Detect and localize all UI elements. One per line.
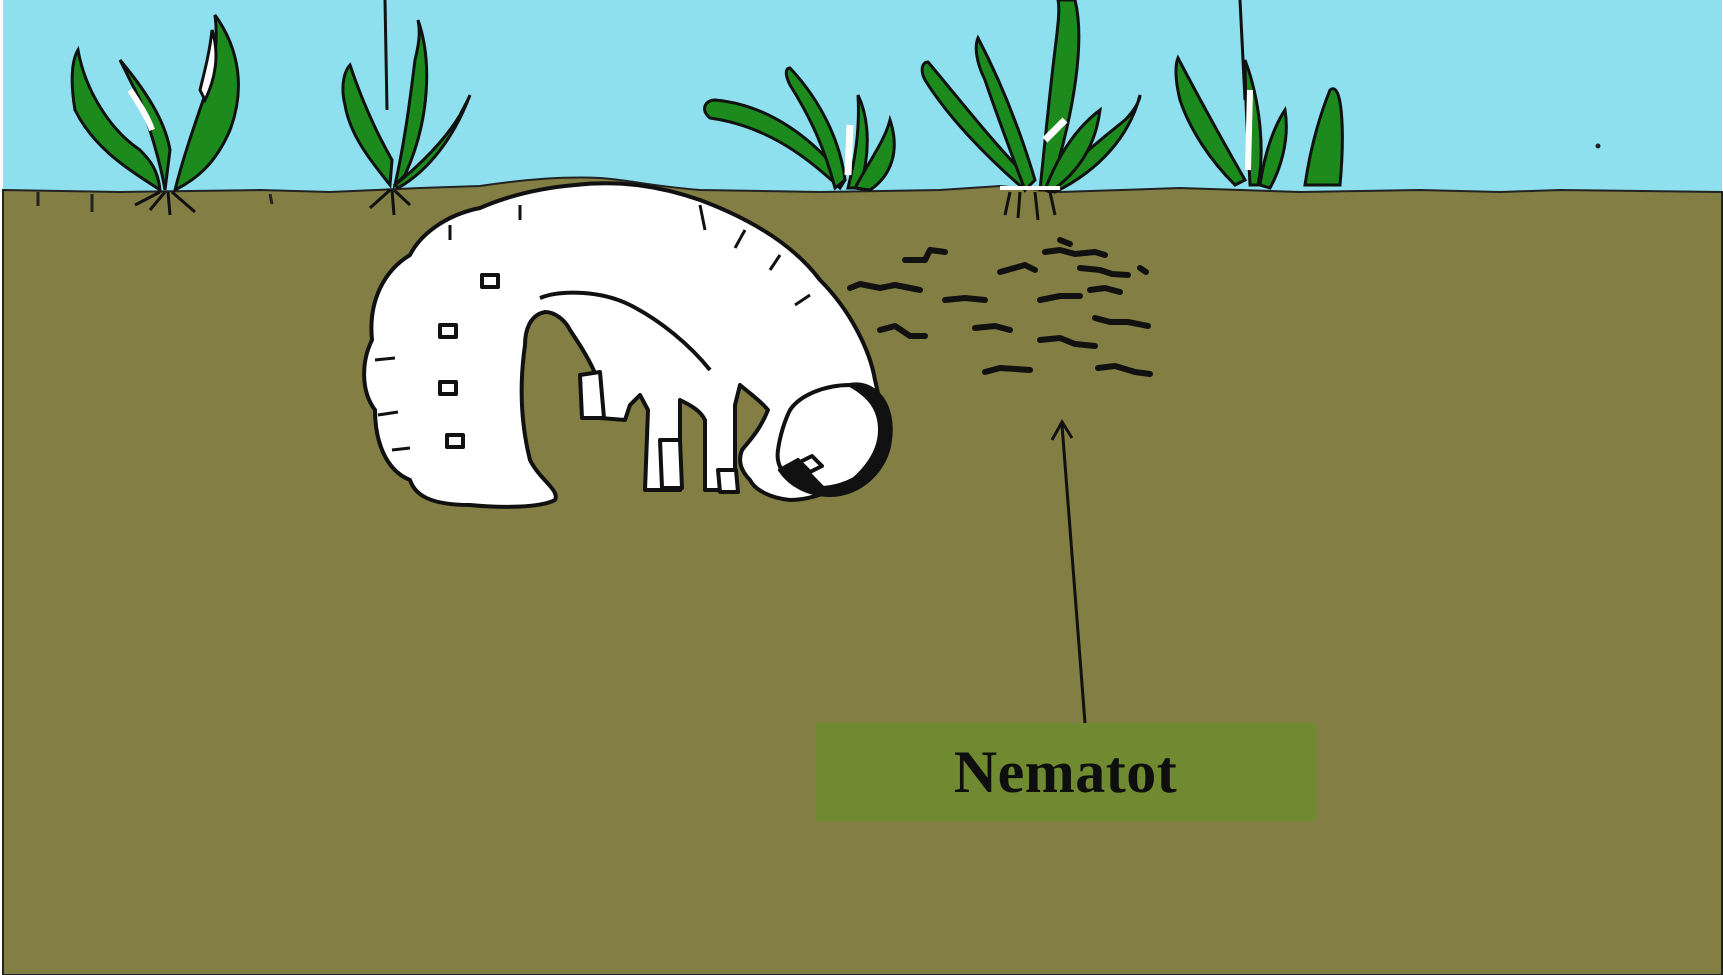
soil [3, 177, 1722, 975]
nematode-label-box: Nematot [815, 723, 1316, 821]
sky-speck [1596, 144, 1601, 149]
nematode-label: Nematot [954, 738, 1177, 807]
